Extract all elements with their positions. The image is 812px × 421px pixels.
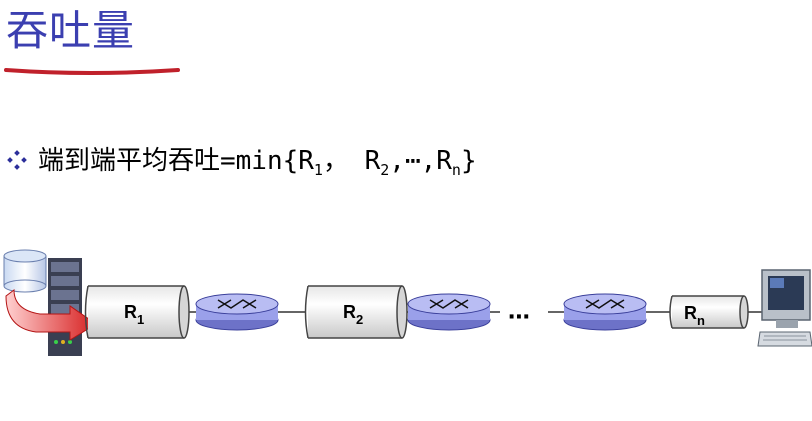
server-icon — [48, 258, 82, 356]
link-pipe-r1: R1 — [84, 285, 190, 339]
svg-text:R2: R2 — [343, 302, 363, 327]
slide-title: 吞吐量 — [6, 6, 136, 55]
formula-sep-2: ,⋯,R — [389, 146, 452, 176]
formula-sub-2: 2 — [380, 161, 390, 179]
database-icon — [3, 249, 47, 293]
title-underline — [4, 68, 180, 75]
link-sub-r1: 1 — [137, 312, 144, 327]
formula-sep-1: ， R — [322, 146, 381, 176]
link-pipe-rn: Rn — [669, 295, 749, 329]
link-label-rn: R — [684, 303, 697, 323]
computer-icon — [757, 269, 812, 347]
formula-sub-n: n — [451, 161, 461, 179]
throughput-formula: 端到端平均吞吐=min{R1， R2,⋯,Rn} — [38, 140, 477, 179]
data-flow-arrow — [5, 289, 97, 341]
link-sub-rn: n — [697, 313, 705, 328]
path-ellipsis: ⋯ — [508, 305, 530, 330]
diamond-bullet-icon — [7, 149, 27, 170]
link-pipe-r2: R2 — [304, 285, 408, 339]
link-sub-r2: 2 — [356, 312, 363, 327]
formula-prefix: 端到端平均吞吐=min{R — [38, 146, 314, 176]
network-path-diagram: R1 R2 ⋯ Rn — [3, 249, 812, 356]
link-label-r1: R — [124, 302, 137, 322]
router-icon — [195, 293, 279, 331]
bullet-row: 端到端平均吞吐=min{R1， R2,⋯,Rn} — [6, 140, 477, 179]
router-icon — [407, 293, 491, 331]
formula-suffix: } — [460, 146, 477, 176]
svg-text:Rn: Rn — [684, 303, 705, 328]
formula-sub-1: 1 — [313, 161, 323, 179]
link-label-r2: R — [343, 302, 356, 322]
router-icon — [563, 293, 647, 331]
svg-text:R1: R1 — [124, 302, 144, 327]
